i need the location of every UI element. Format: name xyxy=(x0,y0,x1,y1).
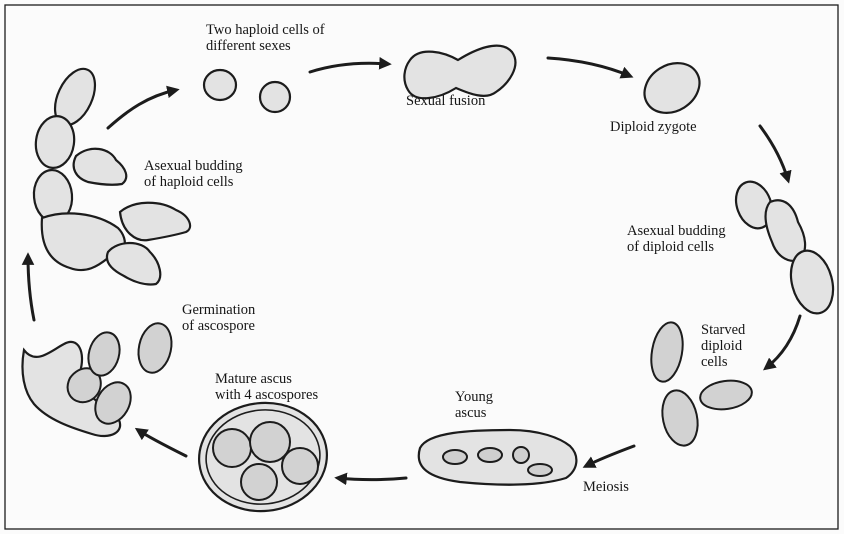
label-two-haploid-cells: Two haploid cells of different sexes xyxy=(206,22,325,54)
label-mature-ascus: Mature ascus with 4 ascospores xyxy=(215,371,318,403)
label-two-haploid-line-2: different sexes xyxy=(206,38,325,54)
arrow-to-haploid-pair xyxy=(108,90,176,128)
arrow-to-mature-ascus xyxy=(338,478,406,480)
label-asexual-budding-haploid: Asexual budding of haploid cells xyxy=(144,158,243,190)
mature-ascus-cell xyxy=(194,397,333,518)
label-diploid-zygote: Diploid zygote xyxy=(610,119,697,135)
arrow-to-zygote xyxy=(548,58,630,76)
label-germination: Germination of ascospore xyxy=(182,302,255,334)
label-sexual-fusion: Sexual fusion xyxy=(406,93,485,109)
haploid-cell-2 xyxy=(260,82,290,112)
label-starved-diploid-cells: Starved diploid cells xyxy=(701,322,745,370)
label-two-haploid-line-1: Two haploid cells of xyxy=(206,22,325,38)
arrow-to-young-ascus xyxy=(586,446,634,466)
arrow-to-haploid-budding xyxy=(28,256,34,320)
fusing-cells xyxy=(404,46,515,99)
germinating-ascospore xyxy=(22,320,175,436)
arrow-to-starved xyxy=(766,316,800,368)
diploid-zygote-cell xyxy=(635,53,709,123)
label-asexual-budding-diploid: Asexual budding of diploid cells xyxy=(627,223,726,255)
label-young-ascus: Young ascus xyxy=(455,389,493,421)
budding-diploid-cells xyxy=(730,177,840,318)
arrow-to-germination xyxy=(138,430,186,456)
young-ascus-cell xyxy=(419,430,577,485)
label-meiosis: Meiosis xyxy=(583,479,629,495)
haploid-cell-1 xyxy=(204,70,236,100)
arrow-to-diploid-budding xyxy=(760,126,788,180)
haploid-cells-pair xyxy=(204,70,290,112)
arrow-to-fusion xyxy=(310,63,388,72)
